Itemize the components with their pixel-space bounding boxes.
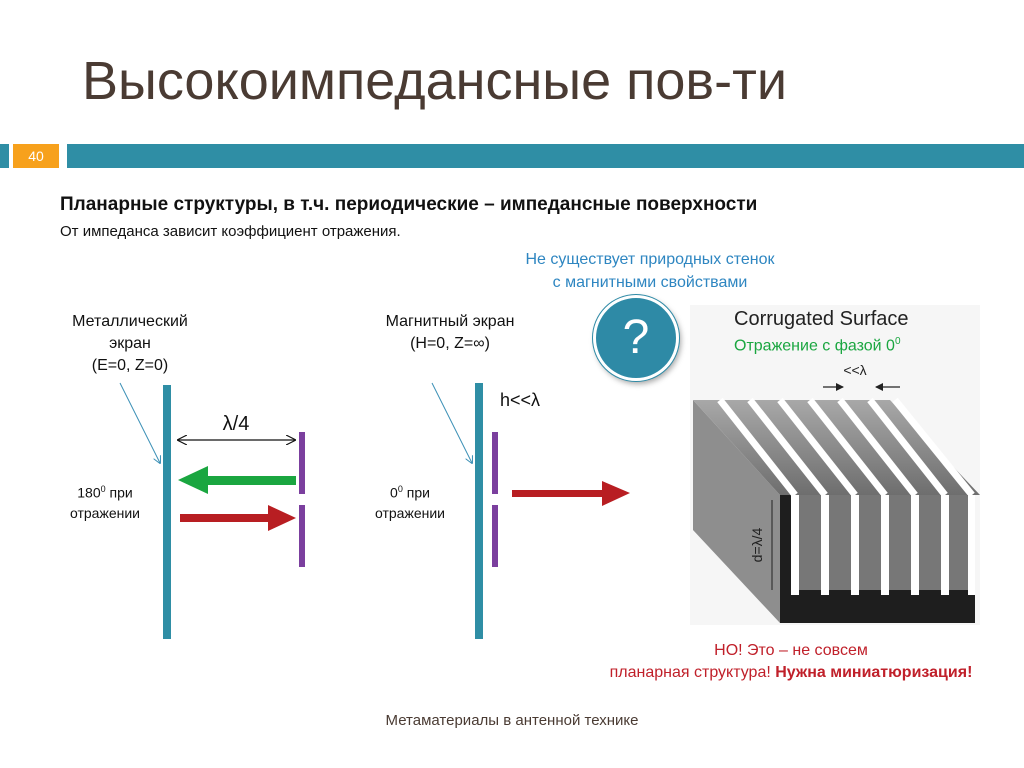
- magnetic-purple-top: [492, 432, 498, 494]
- slide-footer: Метаматериалы в антенной технике: [385, 712, 639, 729]
- corrugated-grooves: [799, 495, 968, 590]
- magnetic-purple-bottom: [492, 505, 498, 567]
- slide-title: Высокоимпедансные пов-ти: [82, 51, 787, 111]
- metal-purple-top: [299, 432, 305, 494]
- section-subheading: От импеданса зависит коэффициент отражен…: [60, 223, 401, 240]
- metal-phase-line2: отражении: [70, 504, 140, 521]
- slide-number: 40: [13, 144, 59, 168]
- period-label: <<λ: [843, 362, 866, 378]
- magnetic-phase-label: 00 при отражении: [360, 479, 460, 523]
- magnetic-walls-note-line2: с магнитными свойствами: [552, 274, 748, 291]
- metal-phase-line1: 1800 при: [77, 484, 133, 501]
- corrugated-title: Corrugated Surface: [734, 308, 909, 330]
- magnetic-screen-label-line2: (H=0, Z=∞): [410, 335, 490, 352]
- metal-phase-label: 1800 при отражении: [50, 479, 160, 523]
- magnetic-phase-line1: 00 при: [390, 484, 430, 501]
- red-arrow-metal-head: [268, 505, 296, 531]
- magnetic-screen-label: Магнитный экран (H=0, Z=∞): [350, 311, 550, 355]
- header-bar-right: [67, 144, 1024, 168]
- red-arrow-magnetic-head: [602, 481, 630, 506]
- metal-screen-label-line1: Металлический: [72, 313, 188, 330]
- red-arrow-magnetic-shaft: [512, 490, 604, 497]
- metal-screen-label: Металлический экран (E=0, Z=0): [40, 311, 220, 377]
- corrugated-phase-note: Отражение с фазой 00: [734, 336, 901, 355]
- metal-purple-bottom: [299, 505, 305, 567]
- miniaturization-note: НО! Это – не совсем планарная структура!…: [560, 640, 1022, 684]
- lambda-quarter-label: λ/4: [223, 413, 250, 435]
- metal-screen-label-line2: экран: [109, 335, 151, 352]
- corrugated-fins: [791, 495, 975, 595]
- h-lambda-label: h<<λ: [500, 390, 540, 410]
- section-heading: Планарные структуры, в т.ч. периодически…: [60, 194, 758, 215]
- magnetic-phase-line2: отражении: [375, 504, 445, 521]
- depth-label: d=λ/4: [749, 527, 765, 562]
- metal-screen-bar: [163, 385, 171, 639]
- metal-pointer-line: [119, 382, 160, 463]
- magnetic-walls-note: Не существует природных стенок с магнитн…: [470, 248, 830, 294]
- green-arrow-head: [178, 466, 208, 494]
- miniaturization-note-line1: НО! Это – не совсем: [714, 642, 868, 659]
- green-arrow-shaft: [204, 476, 296, 485]
- metal-screen-label-line3: (E=0, Z=0): [91, 357, 169, 374]
- corrugated-left-face: [693, 400, 780, 623]
- miniaturization-note-line2: планарная структура! Нужна миниатюризаци…: [609, 664, 973, 681]
- magnetic-walls-note-line1: Не существует природных стенок: [525, 251, 775, 268]
- magnetic-pointer-line: [431, 382, 472, 463]
- question-badge: ?: [593, 295, 679, 381]
- corrugated-ridges: [717, 397, 975, 498]
- corrugated-surface-drawing: <<λ d=λ/4: [693, 362, 980, 623]
- header-bar-left: [0, 144, 9, 168]
- magnetic-screen-label-line1: Магнитный экран: [385, 313, 515, 330]
- red-arrow-metal-shaft: [180, 514, 270, 522]
- magnetic-screen-bar: [475, 383, 483, 639]
